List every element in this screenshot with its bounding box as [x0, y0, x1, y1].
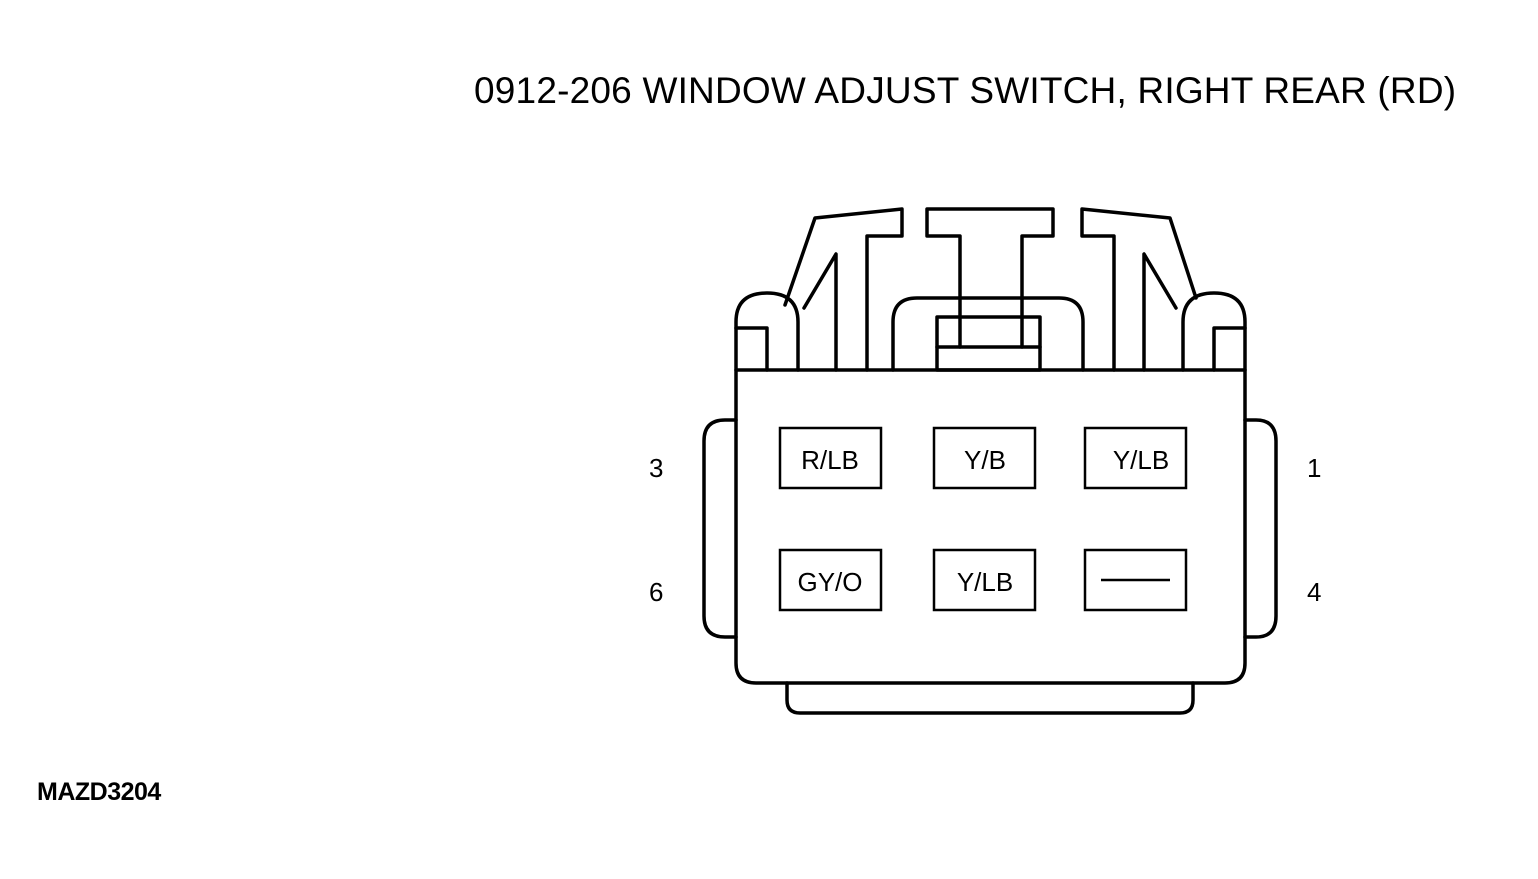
pin-3-wire-color: R/LB [801, 445, 859, 475]
pin-cavity-5 [932, 548, 1037, 612]
pin-1-wire-color: Y/LB [1113, 445, 1169, 475]
figure-id: MAZD3204 [37, 778, 161, 806]
pin-cavity-1 [1083, 426, 1188, 490]
pin-number-1: 1 [1307, 453, 1322, 483]
center-window [935, 315, 1042, 372]
pin-cavity-3 [778, 426, 883, 490]
connector-body [734, 368, 1247, 685]
pin-number-6: 6 [649, 577, 664, 607]
center-latch [925, 207, 1055, 300]
pin-cavity-6 [778, 548, 883, 612]
left-ear [734, 291, 800, 372]
connector-bottom-skirt [785, 681, 1195, 715]
pin-2-wire-color: Y/B [964, 445, 1006, 475]
pin-number-3: 3 [649, 453, 664, 483]
top-center-hump [891, 296, 1085, 372]
right-side-tab [1243, 418, 1278, 639]
pin-cavity-2 [932, 426, 1037, 490]
pin-cavity-4 [1083, 548, 1188, 612]
pin-6-wire-color: GY/O [797, 567, 862, 597]
pin-5-wire-color: Y/LB [957, 567, 1013, 597]
right-ear [1181, 291, 1247, 372]
pin-number-4: 4 [1307, 577, 1322, 607]
right-latch-arm [1080, 207, 1198, 372]
left-side-tab [702, 418, 738, 639]
left-latch-arm [783, 207, 904, 372]
connector-title: 0912-206 WINDOW ADJUST SWITCH, RIGHT REA… [474, 70, 1457, 111]
